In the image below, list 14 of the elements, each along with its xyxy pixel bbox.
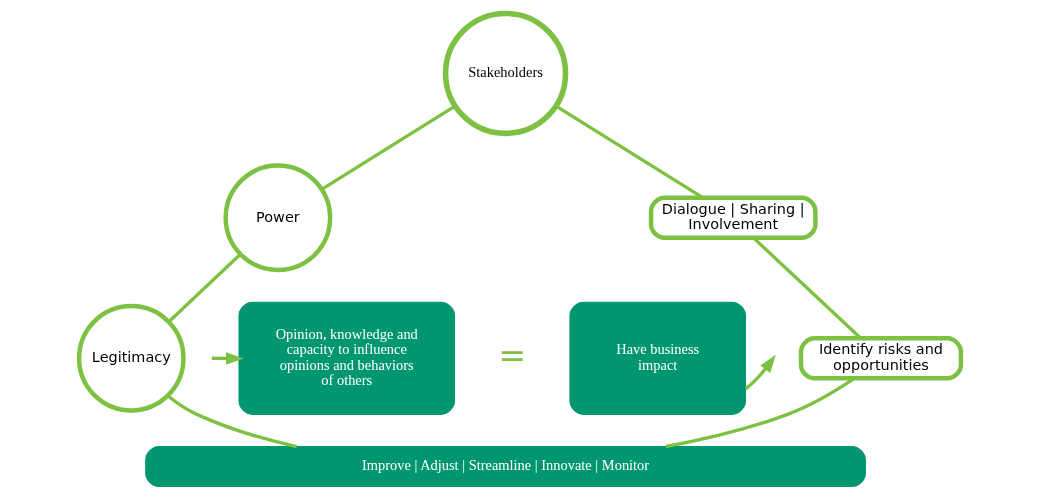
connector [166,393,298,448]
connector [167,252,242,323]
arrow [744,354,776,390]
connector [555,104,704,199]
node-box: Improve | Adjust | Streamline | Innovate | Monitor [145,445,866,487]
node-circle: Power [223,162,333,272]
node-box: Opinion, knowledge and capacity to influence opinions and behaviors of others [238,301,456,415]
node-circle: Legitimacy [76,303,186,413]
node-box: Identify risks and opportunities [798,335,964,380]
connector [320,104,456,191]
label: = [498,335,527,375]
node-box: Have business impact [569,301,746,415]
node-box: Dialogue | Sharing | Involvement [648,195,818,240]
node-circle: Stakeholders [442,10,569,136]
